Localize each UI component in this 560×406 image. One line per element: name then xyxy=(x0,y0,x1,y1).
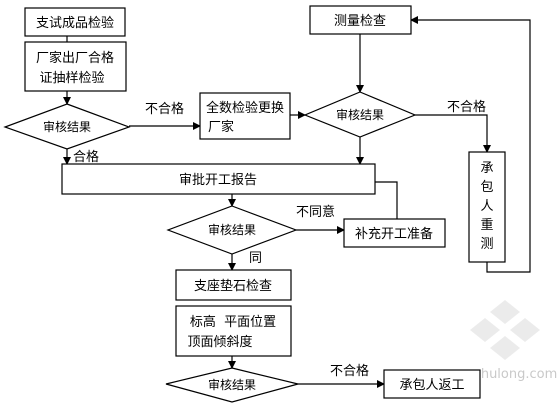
watermark-logo-icon xyxy=(470,300,540,360)
watermark-site: zhulong.com xyxy=(474,367,557,382)
supplement-prep-box xyxy=(343,218,446,248)
contractor-remeasure-char-5: 测 xyxy=(480,237,493,252)
measure-check-label: 测量检查 xyxy=(334,14,386,29)
support-inspection-label: 支试成品检验 xyxy=(36,15,114,31)
approve-report-label: 审批开工报告 xyxy=(179,173,257,188)
edges xyxy=(63,16,531,388)
edge-label-fail-3: 不合格 xyxy=(330,363,369,379)
contractor-remeasure-box xyxy=(468,151,506,263)
check-items-label-1: 标高 平面位置 xyxy=(190,314,276,330)
node-labels: 支试成品检验 厂家出厂合格 证抽样检验 审核结果 全数检验更换 厂家 测量检查 … xyxy=(36,14,494,393)
replace-label-2: 厂家 xyxy=(208,119,234,135)
contractor-remeasure-char-3: 人 xyxy=(480,199,493,214)
edge-label-disagree: 不同意 xyxy=(296,204,335,220)
factory-sampling-label-2: 证抽样检验 xyxy=(39,70,104,86)
support-inspection-box xyxy=(24,7,126,37)
approve-report-box xyxy=(61,163,376,195)
edge-label-fail-2: 不合格 xyxy=(447,99,486,115)
edge-label-fail-1: 不合格 xyxy=(145,101,184,117)
check-items-label-2: 顶面倾斜度 xyxy=(187,334,252,350)
review-4-label: 审核结果 xyxy=(208,377,256,392)
review-2-diamond xyxy=(303,91,417,138)
pad-stone-check-label: 支座垫石检查 xyxy=(194,278,272,294)
factory-sampling-box xyxy=(24,41,127,92)
replace-box xyxy=(199,92,291,140)
replace-label-1: 全数检验更换 xyxy=(206,100,284,116)
supplement-prep-label: 补充开工准备 xyxy=(355,226,433,242)
review-4-diamond xyxy=(165,367,299,403)
contractor-remeasure-char-2: 包 xyxy=(480,180,493,195)
review-3-diamond xyxy=(166,205,298,255)
review-1-label: 审核结果 xyxy=(43,119,91,134)
review-2-label: 审核结果 xyxy=(336,107,384,122)
review-3-label: 审核结果 xyxy=(208,222,256,237)
contractor-rework-box xyxy=(383,369,481,399)
review-1-diamond xyxy=(3,103,131,150)
measure-check-box xyxy=(309,5,412,35)
contractor-rework-label: 承包人返工 xyxy=(399,378,464,393)
pad-stone-check-box xyxy=(175,269,292,301)
contractor-remeasure-char-1: 承 xyxy=(480,161,493,176)
shapes xyxy=(3,5,506,403)
edge-labels: 不合格 不合格 合格 不同意 同 不合格 xyxy=(73,99,486,379)
factory-sampling-label-1: 厂家出厂合格 xyxy=(36,50,114,66)
edge-label-pass-1: 合格 xyxy=(73,149,99,165)
edge-label-agree: 同 xyxy=(249,251,262,266)
contractor-remeasure-char-4: 重 xyxy=(480,217,493,233)
check-items-box xyxy=(175,305,292,357)
